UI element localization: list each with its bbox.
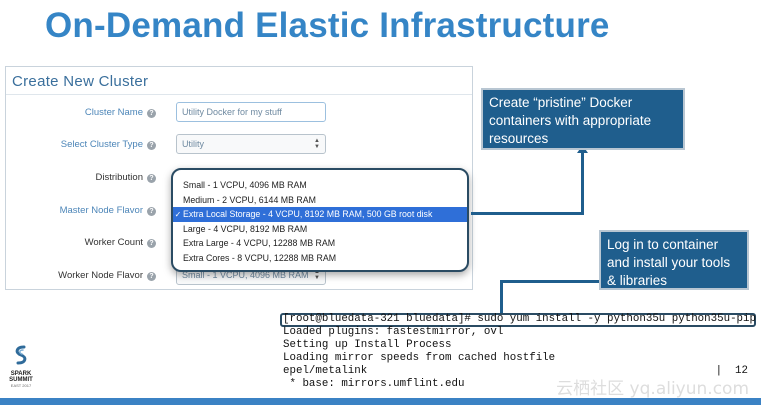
terminal-line: Loading mirror speeds from cached hostfi…: [283, 352, 556, 364]
option-label: Small - 1 VCPU, 4096 MB RAM: [183, 180, 307, 190]
help-icon[interactable]: ?: [147, 272, 156, 281]
option-label: Extra Local Storage - 4 VCPU, 8192 MB RA…: [183, 209, 433, 220]
watermark: 云栖社区 yq.aliyun.com: [556, 379, 749, 399]
cluster-name-label: Cluster Name?: [6, 107, 156, 118]
dropdown-option[interactable]: Large - 4 VCPU, 8192 MB RAM: [173, 222, 467, 237]
cluster-type-value: Utility: [182, 139, 204, 149]
master-flavor-label-text: Master Node Flavor: [59, 205, 143, 216]
footer-bar: [0, 398, 761, 405]
help-icon[interactable]: ?: [147, 174, 156, 183]
panel-divider: [6, 94, 472, 95]
dropdown-option[interactable]: Medium - 2 VCPU, 6144 MB RAM: [173, 193, 467, 208]
callout-login: Log in to container and install your too…: [599, 230, 749, 290]
help-icon[interactable]: ?: [147, 141, 156, 150]
connector-line: [471, 212, 584, 215]
slide-title: On-Demand Elastic Infrastructure: [45, 6, 610, 45]
select-arrows-icon: ▲▼: [314, 269, 320, 281]
spark-swirl-icon: [15, 345, 27, 365]
option-label: Medium - 2 VCPU, 6144 MB RAM: [183, 194, 316, 205]
help-icon[interactable]: ?: [147, 207, 156, 216]
option-label: Extra Cores - 8 VCPU, 12288 MB RAM: [183, 252, 337, 263]
logo-line: SPARK: [10, 371, 32, 377]
terminal-line: Setting up Install Process: [283, 339, 452, 351]
cluster-type-label-text: Select Cluster Type: [60, 139, 143, 150]
cluster-type-label: Select Cluster Type?: [6, 139, 156, 150]
dropdown-option[interactable]: Extra Large - 4 VCPU, 12288 MB RAM: [173, 236, 467, 251]
worker-flavor-label: Worker Node Flavor?: [6, 270, 156, 281]
terminal-line: * base: mirrors.umflint.edu: [283, 378, 465, 390]
distribution-label: Distribution?: [6, 172, 156, 183]
panel-title: Create New Cluster: [12, 73, 149, 90]
cluster-name-input[interactable]: Utility Docker for my stuff: [176, 102, 326, 122]
terminal-line: epel/metalink: [283, 365, 368, 377]
option-label: Extra Large - 4 VCPU, 12288 MB RAM: [183, 238, 336, 249]
terminal-line: Loaded plugins: fastestmirror, ovl: [283, 326, 504, 338]
logo-line: EAST 2017: [10, 383, 32, 388]
dropdown-option-selected[interactable]: ✓Extra Local Storage - 4 VCPU, 8192 MB R…: [173, 207, 467, 222]
worker-flavor-label-text: Worker Node Flavor: [58, 270, 143, 281]
select-arrows-icon: ▲▼: [314, 138, 320, 150]
connector-line: [581, 150, 584, 215]
connector-line: [500, 280, 600, 283]
cluster-type-select[interactable]: Utility ▲▼: [176, 134, 326, 154]
worker-flavor-value: Small - 1 VCPU, 4096 MB RAM: [182, 270, 309, 280]
callout-docker: Create “pristine” Docker containers with…: [481, 88, 685, 150]
logo-line: SUMMIT: [9, 377, 33, 383]
help-icon[interactable]: ?: [147, 109, 156, 118]
master-flavor-label: Master Node Flavor?: [6, 205, 156, 216]
check-icon: ✓: [174, 210, 182, 220]
terminal-progress: | 12: [715, 365, 748, 377]
dropdown-option[interactable]: Extra Cores - 8 VCPU, 12288 MB RAM: [173, 251, 467, 266]
master-flavor-dropdown[interactable]: Small - 1 VCPU, 4096 MB RAM Medium - 2 V…: [171, 168, 469, 272]
command-highlight: [280, 313, 756, 327]
cluster-name-label-text: Cluster Name: [84, 107, 143, 118]
terminal-command: [root@bluedata-321 bluedata]# sudo yum i…: [283, 313, 756, 325]
distribution-label-text: Distribution: [95, 172, 143, 183]
worker-count-label-text: Worker Count: [84, 237, 143, 248]
option-label: Large - 4 VCPU, 8192 MB RAM: [183, 223, 308, 234]
dropdown-option[interactable]: Small - 1 VCPU, 4096 MB RAM: [173, 178, 467, 193]
terminal-window[interactable]: [root@bluedata-321 bluedata]# sudo yum i…: [280, 313, 756, 397]
worker-count-label: Worker Count?: [6, 237, 156, 248]
connector-line: [500, 280, 503, 313]
spark-summit-logo: SPARK SUMMIT EAST 2017: [4, 344, 38, 388]
help-icon[interactable]: ?: [147, 239, 156, 248]
